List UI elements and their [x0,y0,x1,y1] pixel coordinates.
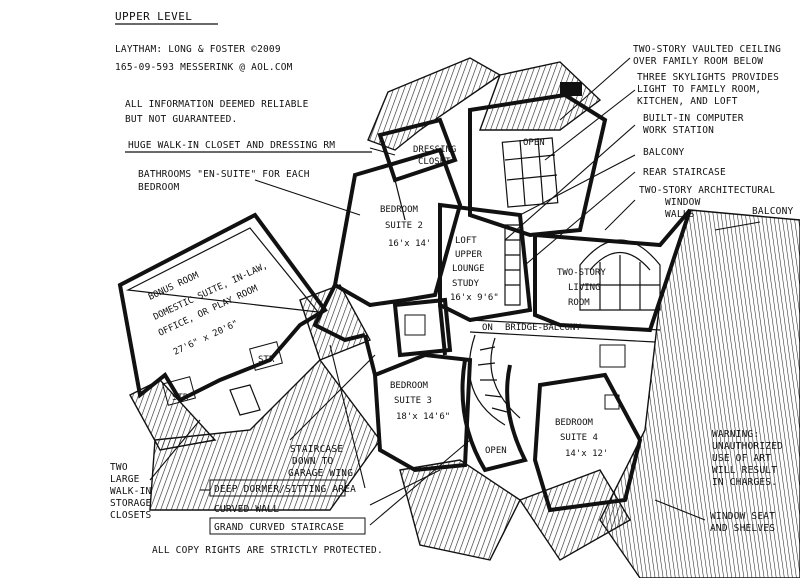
callout-baths-1: BATHROOMS "EN-SUITE" FOR EACH [138,169,310,180]
callout-rear-stair: REAR STAIRCASE [643,167,726,178]
label-bedroom2-a: BEDROOM [380,205,419,215]
bedroom-suite-4 [532,344,643,513]
callout-arch-2: WINDOW [665,197,701,208]
label-str-1: STR [172,393,189,403]
callout-staircase-1: STAIRCASE [290,444,343,455]
warning-2: UNAUTHORIZED [712,441,783,452]
label-bedroom2-b: SUITE 2 [385,221,423,231]
disclaimer-line-1: ALL INFORMATION DEEMED RELIABLE [125,99,309,110]
hall-wall-west [312,284,366,343]
roof-front-right [518,469,631,561]
bedroom-suite-2 [332,117,463,308]
grand-stair-callout-box [209,517,366,535]
label-dressing-2: CLOSET [418,157,451,167]
callout-computer-2: WORK STATION [643,125,714,136]
disclaimer-line-2: BUT NOT GUARANTEED. [125,114,237,125]
callout-window-seat-2: AND SHELVES [710,523,775,534]
label-bedroom2-dim: 16'x 14' [388,239,431,249]
open-bottom [460,359,528,473]
credit-line-1: LAYTHAM: LONG & FOSTER ©2009 [115,44,281,55]
roof-top-center [479,61,602,131]
label-living-3: ROOM [568,298,590,308]
warning-1: WARNING: [712,429,759,440]
label-dressing-1: DRESSING [413,145,456,155]
label-bedroom3-b: SUITE 3 [394,396,432,406]
label-bridge: BRIDGE-BALCONY [505,323,581,333]
page-title: UPPER LEVEL [115,10,192,23]
callout-storage-1: TWO [110,462,128,473]
callout-skylights-1: THREE SKYLIGHTS PROVIDES [637,72,779,83]
callout-skylights-2: LIGHT TO FAMILY ROOM, [637,84,761,95]
dormer-callout-box [209,479,346,497]
living-room [533,208,692,333]
roof-right [599,209,800,578]
label-living-1: TWO-STORY [557,268,606,278]
roof-top-left [367,57,502,151]
label-bedroom4-dim: 14'x 12' [565,449,608,459]
label-loft-4: STUDY [452,279,480,289]
label-loft-dim: 16'x 9'6" [450,293,499,303]
callout-grand-stair: GRAND CURVED STAIRCASE [214,522,344,533]
label-open-bottom: OPEN [485,446,507,456]
label-bedroom3-dim: 18'x 14'6" [396,412,450,422]
credit-line-2: 165-09-593 MESSERINK @ AOL.COM [115,62,293,73]
label-loft-3: LOUNGE [452,264,485,274]
open-vault-area [468,82,608,238]
label-loft-2: UPPER [455,250,483,260]
label-living-2: LIVING [568,283,601,293]
copyright-notice: ALL COPY RIGHTS ARE STRICTLY PROTECTED. [152,545,383,556]
label-bedroom4-a: BEDROOM [555,418,594,428]
label-bedroom3-a: BEDROOM [390,381,429,391]
roof-front [399,459,521,561]
callout-vaulted-2: OVER FAMILY ROOM BELOW [633,56,763,67]
callout-storage-3: WALK-IN [110,486,152,497]
callout-staircase-2: DOWN TO [292,456,334,467]
hall-wall-mid [363,334,377,376]
warning-5: IN CHARGES. [712,477,777,488]
callout-storage-5: CLOSETS [110,510,152,521]
callout-staircase-3: GARAGE WING [288,468,353,479]
callout-closet: HUGE WALK-IN CLOSET AND DRESSING RM [128,140,335,151]
callout-computer-1: BUILT-IN COMPUTER [643,113,744,124]
roof-dormer [299,284,371,361]
callout-balcony: BALCONY [643,147,685,158]
warning-3: USE OF ART [712,453,771,464]
callout-storage-4: STORAGE [110,498,152,509]
loft-area [438,202,533,323]
label-on: ON [482,323,493,333]
hall-wall-east [438,304,447,356]
warning-4: WILL RESULT [712,465,777,476]
callout-window-seat-1: WINDOW SEAT [710,511,775,522]
callout-arch-3: WALLS [665,209,695,220]
callout-dormer: DEEP DORMER/SITTING AREA [214,484,356,495]
label-loft-1: LOFT [455,236,477,246]
label-str-2: STR [258,355,275,365]
callout-curved-wall: CURVED WALL [214,504,279,515]
bonus-room [117,212,328,416]
callout-storage-2: LARGE [110,474,140,485]
callout-balcony-right: BALCONY [752,206,794,217]
label-bedroom4-b: SUITE 4 [560,433,598,443]
bedroom-suite-3 [372,297,473,473]
callout-vaulted-1: TWO-STORY VAULTED CEILING [633,44,781,55]
label-open-top: OPEN [523,138,545,148]
callout-skylights-3: KITCHEN, AND LOFT [637,96,738,107]
callout-baths-2: BEDROOM [138,182,180,193]
bridge-balcony [468,319,661,426]
leader-lines [149,57,761,526]
callout-arch-1: TWO-STORY ARCHITECTURAL [639,185,775,196]
